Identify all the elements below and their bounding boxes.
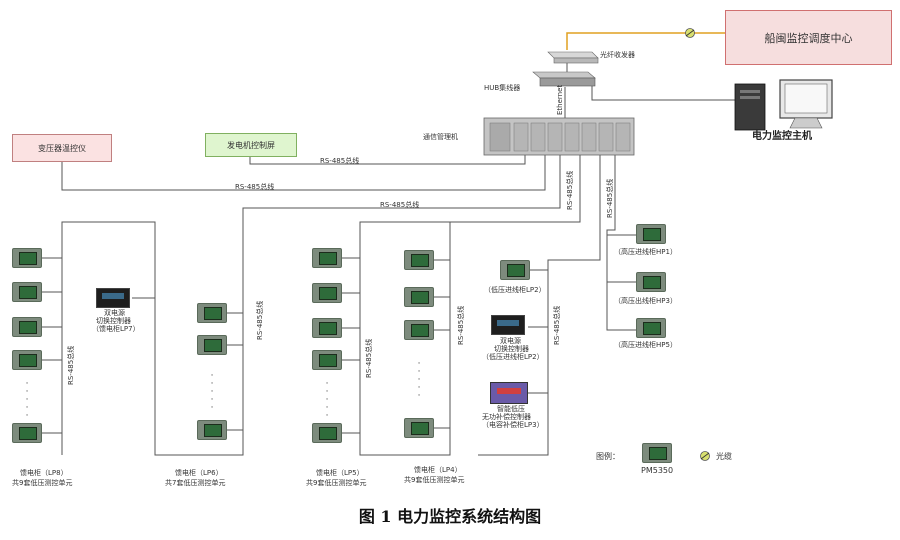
pm5350-meter-icon bbox=[312, 283, 342, 303]
pm5350-meter-icon bbox=[312, 318, 342, 338]
rs485-bus-label: RS-485总线 bbox=[380, 201, 420, 209]
pm5350-meter-icon bbox=[12, 350, 42, 370]
lp7-label-line2: 切换控制器 bbox=[96, 317, 131, 325]
hp1-label: （高压进线柜HP1） bbox=[614, 248, 677, 256]
dual-power-switch-controller-icon bbox=[491, 315, 525, 335]
ellipsis-dots: ····· bbox=[210, 371, 214, 413]
rs485-bus-label: RS-485总线 bbox=[256, 300, 264, 340]
lp6-caption-line2: 共7套低压测控单元 bbox=[165, 479, 226, 487]
lp3-label-line3: （电容补偿柜LP3） bbox=[482, 421, 544, 429]
pm5350-meter-icon bbox=[636, 224, 666, 244]
ellipsis-dots: ····· bbox=[25, 379, 29, 421]
pm5350-meter-icon bbox=[312, 423, 342, 443]
pm5350-meter-icon bbox=[636, 272, 666, 292]
pm5350-meter-icon bbox=[404, 418, 434, 438]
legend-meter-label: PM5350 bbox=[641, 466, 674, 475]
rs485-bus-label: RS-485总线 bbox=[67, 345, 75, 385]
pm5350-meter-icon bbox=[312, 350, 342, 370]
dual-power-switch-controller-icon bbox=[96, 288, 130, 308]
lp6-caption-line1: 馈电柜（LP6） bbox=[175, 469, 223, 477]
reactive-compensation-controller-icon bbox=[490, 382, 528, 404]
rs485-bus-label: RS-485总线 bbox=[606, 178, 614, 218]
rs485-bus-label: RS-485总线 bbox=[553, 305, 561, 345]
legend-fiber-icon bbox=[700, 451, 710, 461]
power-host-label: 电力监控主机 bbox=[752, 131, 812, 142]
legend-pm5350-meter-icon bbox=[642, 443, 672, 463]
comm-manager-icon bbox=[483, 117, 635, 156]
transformer-temp-controller-box: 变压器温控仪 bbox=[12, 134, 112, 162]
legend-fiber-label: 光缆 bbox=[716, 452, 732, 461]
fiber-transceiver-icon bbox=[547, 51, 599, 64]
comm-manager-label: 通信管理机 bbox=[423, 133, 458, 141]
rs485-bus-label: RS-485总线 bbox=[365, 338, 373, 378]
pm5350-meter-icon bbox=[404, 287, 434, 307]
fiber-cable-line bbox=[566, 32, 725, 50]
power-host-computer-icon bbox=[734, 79, 833, 131]
generator-control-panel-box: 发电机控制屏 bbox=[205, 133, 297, 157]
rs485-bus-label: RS-485总线 bbox=[235, 183, 275, 191]
pm5350-meter-icon bbox=[197, 303, 227, 323]
figure-caption: 图 1 电力监控系统结构图 bbox=[358, 507, 542, 526]
fiber-transceiver-label: 光纤收发器 bbox=[600, 51, 635, 59]
lp7-label-line3: （馈电柜LP7） bbox=[92, 325, 140, 333]
ellipsis-dots: ····· bbox=[417, 359, 421, 401]
pm5350-meter-icon bbox=[197, 420, 227, 440]
lp7-label-line1: 双电源 bbox=[104, 309, 125, 317]
lp4-caption-line2: 共9套低压测控单元 bbox=[404, 476, 465, 484]
rs485-bus-label: RS-485总线 bbox=[320, 157, 360, 165]
hp3-label: （高压出线柜HP3） bbox=[614, 297, 677, 305]
lp2-incoming-label: （低压进线柜LP2） bbox=[484, 286, 546, 294]
ethernet-label: Ethernet bbox=[556, 84, 564, 115]
pm5350-meter-icon bbox=[12, 423, 42, 443]
hub-label: HUB集线器 bbox=[484, 84, 521, 92]
legend-title: 图例： bbox=[596, 452, 620, 461]
lp8-caption-line1: 馈电柜（LP8） bbox=[20, 469, 68, 477]
pm5350-meter-icon bbox=[12, 282, 42, 302]
pm5350-meter-icon bbox=[636, 318, 666, 338]
lp8-caption-line2: 共9套低压测控单元 bbox=[12, 479, 73, 487]
pm5350-meter-icon bbox=[500, 260, 530, 280]
lp2-switch-label-line3: （低压进线柜LP2） bbox=[482, 353, 544, 361]
pm5350-meter-icon bbox=[404, 250, 434, 270]
pm5350-meter-icon bbox=[197, 335, 227, 355]
pm5350-meter-icon bbox=[404, 320, 434, 340]
lp5-caption-line1: 馈电柜（LP5） bbox=[316, 469, 364, 477]
lp4-caption-line1: 馈电柜（LP4） bbox=[414, 466, 462, 474]
pm5350-meter-icon bbox=[12, 317, 42, 337]
rs485-bus-label: RS-485总线 bbox=[457, 305, 465, 345]
hp5-label: （高压进线柜HP5） bbox=[614, 341, 677, 349]
hub-icon bbox=[532, 71, 596, 87]
ship-monitoring-center-box: 船闽监控调度中心 bbox=[725, 10, 892, 65]
pm5350-meter-icon bbox=[12, 248, 42, 268]
lp5-caption-line2: 共9套低压测控单元 bbox=[306, 479, 367, 487]
ellipsis-dots: ····· bbox=[325, 379, 329, 421]
lp3-label-line2: 无功补偿控制器 bbox=[482, 413, 531, 421]
rs485-bus-label: RS-485总线 bbox=[566, 170, 574, 210]
pm5350-meter-icon bbox=[312, 248, 342, 268]
lp3-label-line1: 智能低压 bbox=[497, 405, 525, 413]
lp2-switch-label-line2: 切换控制器 bbox=[494, 345, 529, 353]
lp2-switch-label-line1: 双电源 bbox=[500, 337, 521, 345]
